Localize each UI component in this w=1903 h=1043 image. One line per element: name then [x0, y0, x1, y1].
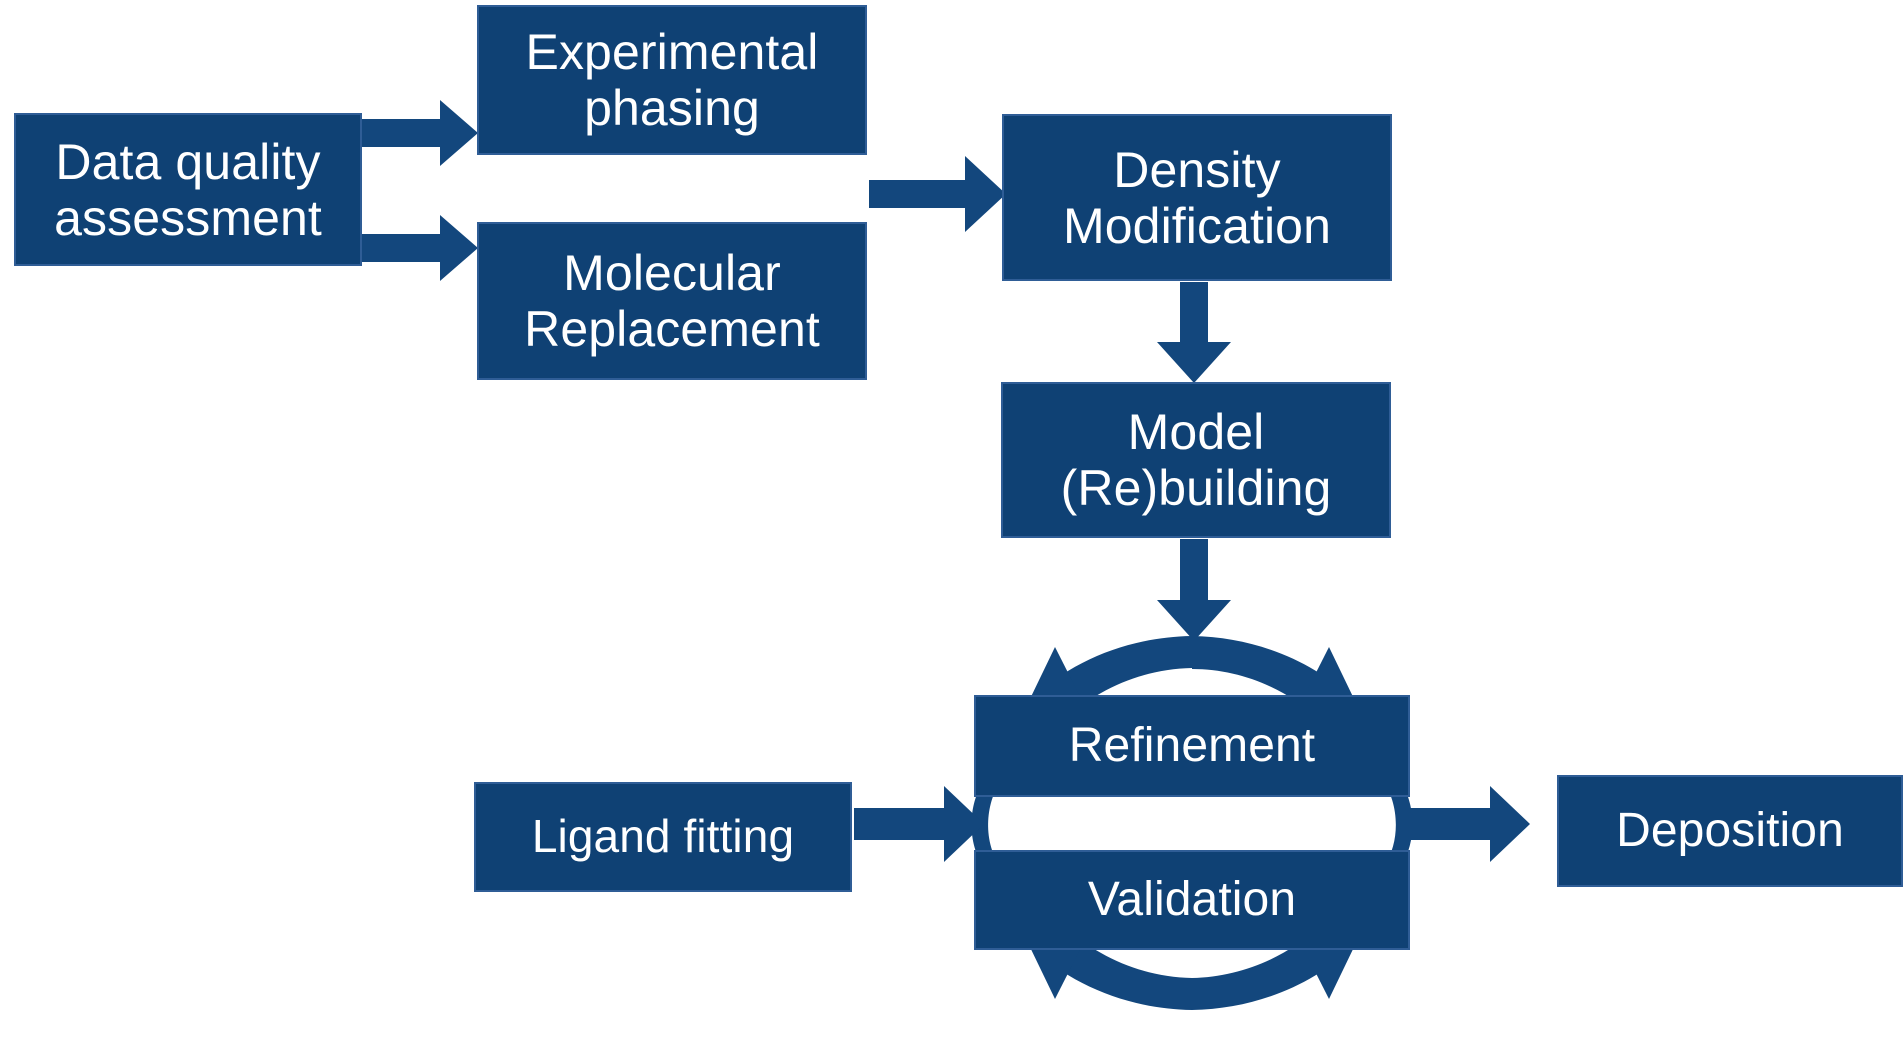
arrow-cycle-to-deposition — [1402, 786, 1530, 862]
arrow-dq-to-experimental-phasing — [362, 100, 478, 166]
node-density-modification[interactable]: Density Modification — [1002, 114, 1392, 281]
node-deposition[interactable]: Deposition — [1557, 775, 1903, 887]
arrow-ligand-fitting-to-cycle — [854, 786, 984, 862]
node-ligand-fitting[interactable]: Ligand fitting — [474, 782, 852, 892]
arrow-phasing-to-density-modification — [869, 156, 1006, 232]
node-data-quality-assessment[interactable]: Data quality assessment — [14, 113, 362, 266]
node-model-rebuilding[interactable]: Model (Re)building — [1001, 382, 1391, 538]
node-molecular-replacement[interactable]: Molecular Replacement — [477, 222, 867, 380]
arrow-dq-to-molecular-replacement — [362, 215, 478, 281]
node-experimental-phasing[interactable]: Experimental phasing — [477, 5, 867, 155]
node-refinement[interactable]: Refinement — [974, 695, 1410, 797]
arrow-density-modification-to-model — [1157, 282, 1231, 383]
arrow-model-to-cycle — [1157, 539, 1231, 641]
node-validation[interactable]: Validation — [974, 850, 1410, 950]
